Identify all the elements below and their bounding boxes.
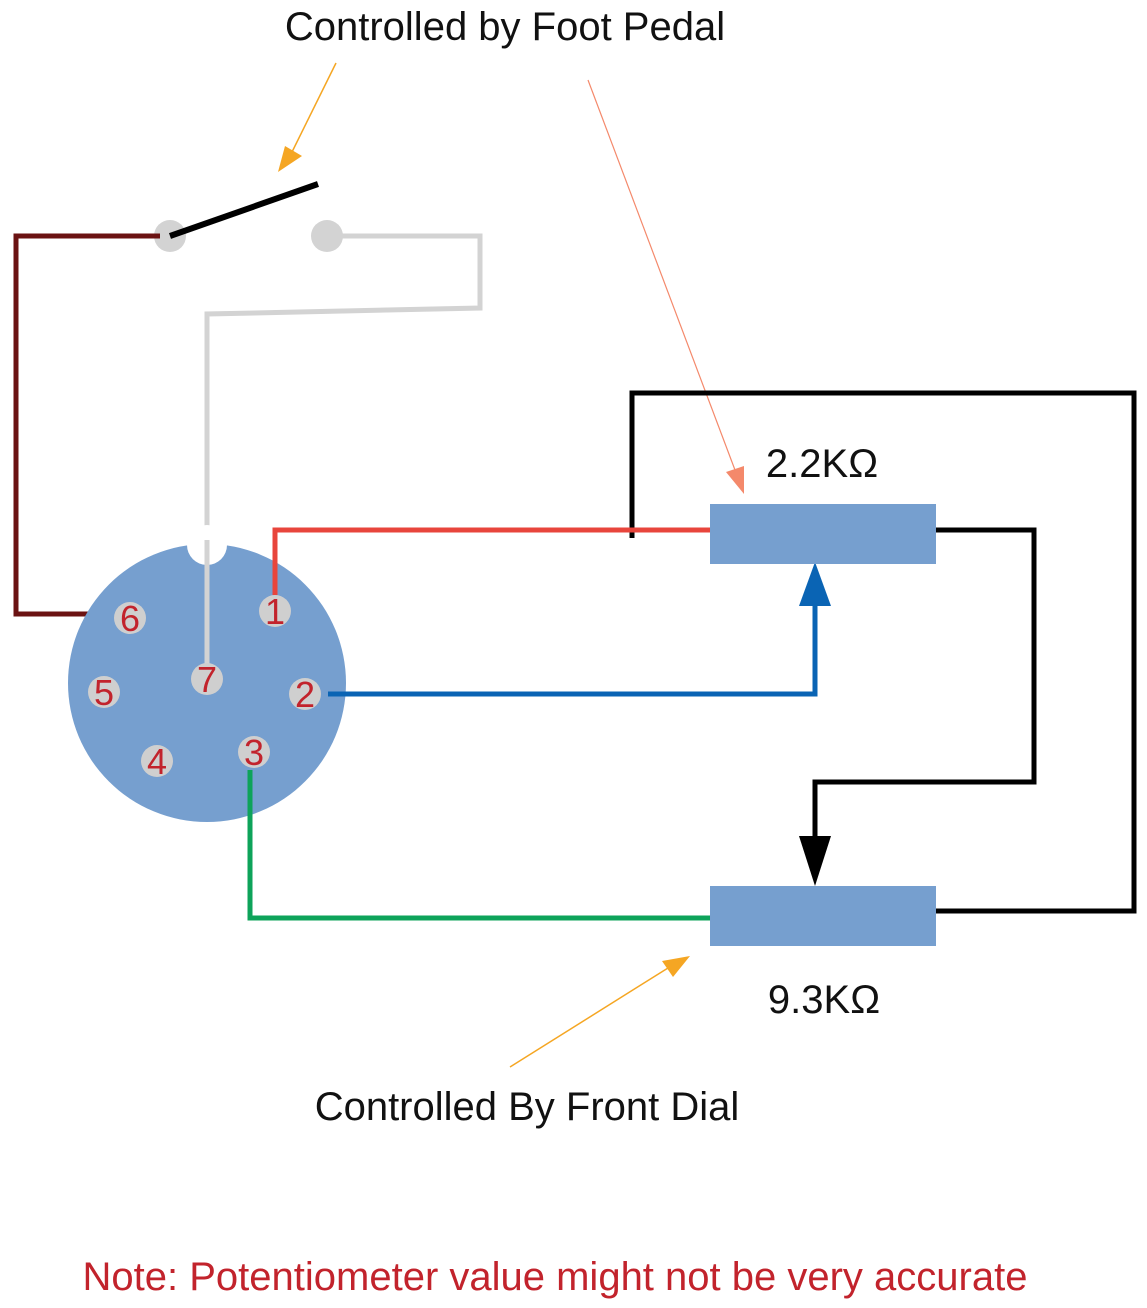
- front-dial-label: Controlled By Front Dial: [315, 1085, 740, 1129]
- wire-pin6-to-switch: [13, 233, 160, 617]
- front-dial-arrow-head: [662, 956, 690, 977]
- pin-7-label: 7: [197, 659, 217, 700]
- pin-3: 3: [238, 732, 270, 773]
- pot-top-value: 2.2KΩ: [766, 442, 878, 486]
- wire-pin1-to-top-pot: [272, 527, 712, 595]
- wire-switch-to-pin7: [204, 233, 483, 672]
- front-dial-arrow-shaft: [509, 967, 669, 1068]
- pin-7: 7: [191, 659, 223, 700]
- pin-5: 5: [88, 672, 120, 713]
- pin-2: 2: [289, 674, 321, 715]
- pin-1: 1: [259, 591, 291, 632]
- potentiometer-bottom: [710, 886, 936, 946]
- pin-4: 4: [141, 741, 173, 782]
- pin-5-label: 5: [94, 672, 114, 713]
- pot-bottom-value: 9.3KΩ: [768, 978, 880, 1022]
- switch-lever: [169, 181, 319, 239]
- wire-black-outer-loop: [629, 390, 1137, 914]
- pin-3-label: 3: [244, 732, 264, 773]
- foot-pedal-label: Controlled by Foot Pedal: [285, 5, 725, 49]
- foot-pedal-arrow-shaft: [291, 62, 337, 153]
- pin-6: 6: [114, 598, 146, 639]
- wire-pin3-to-bottom-pot: [247, 770, 712, 921]
- potentiometer-top: [710, 504, 936, 564]
- note-text: Note: Potentiometer value might not be v…: [83, 1255, 1028, 1299]
- foot-pedal-arrow-head: [278, 146, 302, 172]
- wire-black-wiper: [812, 527, 1037, 845]
- wire-pin2-to-top-pot-wiper: [328, 604, 818, 697]
- top-pot-wiper-arrow: [799, 562, 831, 606]
- pin-1-label: 1: [265, 591, 285, 632]
- foot-pedal-pot-arrow-head: [726, 466, 744, 494]
- pin-4-label: 4: [147, 741, 167, 782]
- pin-6-label: 6: [120, 598, 140, 639]
- pin-2-label: 2: [295, 674, 315, 715]
- bottom-pot-wiper-arrow: [799, 836, 831, 886]
- foot-pedal-pot-arrow-shaft: [587, 79, 736, 471]
- switch-contact-right: [311, 220, 343, 252]
